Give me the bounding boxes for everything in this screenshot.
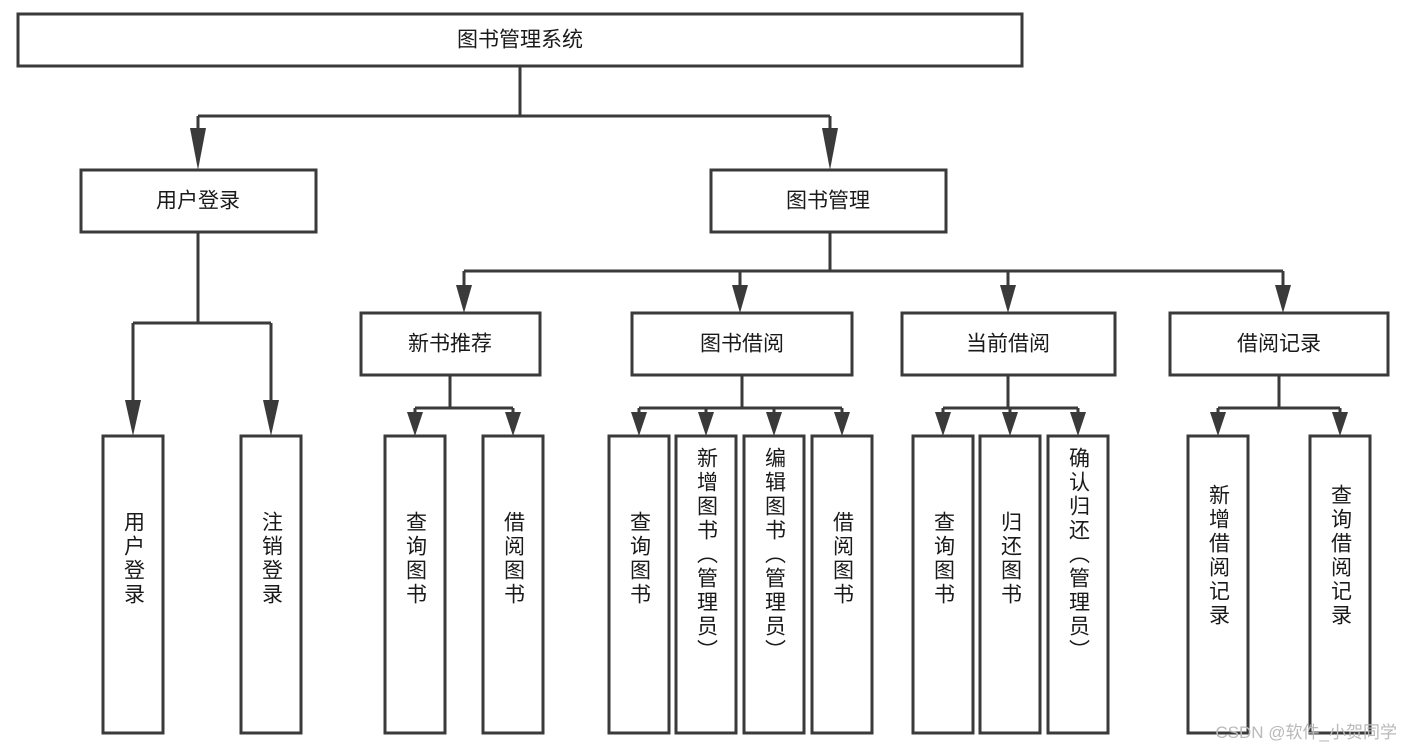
node-leaf-current-borrow-confirm-box: [1046, 434, 1110, 735]
node-leaf-current-borrow-confirm-label: 确认归还（管理员）: [1067, 447, 1091, 663]
arrow-head-book-borrow-leaf4: [834, 412, 850, 436]
arrow-head-current-borrow-leaf1: [935, 412, 951, 436]
node-leaf-user-login-login-label: 用户登录: [122, 511, 146, 607]
node-book-manage-label: 图书管理: [786, 190, 870, 213]
node-leaf-new-book-borrow-label: 借阅图书: [502, 511, 526, 607]
arrow-head-book-borrow: [732, 285, 748, 313]
node-leaf-borrow-record-query-label: 查询借阅记录: [1329, 484, 1353, 628]
node-leaf-book-borrow-edit-label: 编辑图书（管理员）: [763, 447, 787, 663]
node-user-login-box: [79, 168, 318, 234]
node-current-borrow-label: 当前借阅: [966, 333, 1050, 356]
node-leaf-current-borrow-query-label: 查询图书: [932, 511, 956, 607]
node-leaf-book-borrow-add-label: 新增图书（管理员）: [695, 447, 719, 663]
node-leaf-new-book-borrow[interactable]: 借阅图书: [481, 434, 545, 735]
connector-group-current-borrow: [935, 375, 1086, 436]
node-book-manage[interactable]: 图书管理: [709, 168, 948, 234]
connector-group-root: [190, 66, 838, 170]
node-leaf-book-borrow-borrow-label: 借阅图书: [831, 511, 855, 607]
node-leaf-user-login-login[interactable]: 用户登录: [101, 434, 165, 735]
arrow-head-user-login-leaf1: [125, 400, 141, 436]
node-leaf-new-book-query-label: 查询图书: [404, 511, 428, 607]
arrow-head-user-login: [190, 128, 206, 170]
arrow-head-book-borrow-leaf3: [766, 412, 782, 436]
node-leaf-user-login-logout-label: 注销登录: [260, 511, 284, 607]
node-leaf-book-borrow-borrow[interactable]: 借阅图书: [810, 434, 874, 735]
node-leaf-book-borrow-add-box: [674, 434, 738, 735]
node-leaf-current-borrow-query[interactable]: 查询图书: [911, 434, 975, 735]
connector-group-new-book: [407, 375, 521, 436]
arrow-head-user-login-leaf2: [263, 400, 279, 436]
node-leaf-user-login-login-box: [101, 434, 165, 735]
node-new-book-recommend-box: [359, 311, 542, 377]
node-user-login[interactable]: 用户登录: [79, 168, 318, 234]
arrow-head-book-borrow-leaf2: [698, 412, 714, 436]
node-leaf-current-borrow-return-box: [978, 434, 1042, 735]
node-borrow-record-label: 借阅记录: [1237, 333, 1321, 356]
arrow-head-current-borrow-leaf3: [1070, 412, 1086, 436]
node-current-borrow-box: [900, 311, 1117, 377]
node-user-login-label: 用户登录: [156, 190, 240, 213]
node-leaf-book-borrow-edit-box: [742, 434, 806, 735]
node-current-borrow[interactable]: 当前借阅: [900, 311, 1117, 377]
node-leaf-current-borrow-return-label: 归还图书: [999, 511, 1023, 607]
arrow-head-borrow-record-leaf2: [1332, 412, 1348, 436]
node-leaf-borrow-record-add-label: 新增借阅记录: [1207, 484, 1231, 628]
arrow-head-new-book-leaf2: [505, 412, 521, 436]
node-leaf-borrow-record-query-box: [1308, 434, 1372, 735]
connector-group-book-borrow: [631, 375, 850, 436]
node-new-book-recommend[interactable]: 新书推荐: [359, 311, 542, 377]
arrow-head-new-book: [456, 285, 472, 313]
arrow-head-current-borrow: [1000, 285, 1016, 313]
node-leaf-book-borrow-edit[interactable]: 编辑图书（管理员）: [742, 434, 806, 735]
arrow-head-book-manage: [822, 128, 838, 170]
node-leaf-current-borrow-return[interactable]: 归还图书: [978, 434, 1042, 735]
node-leaf-borrow-record-query[interactable]: 查询借阅记录: [1308, 434, 1372, 735]
node-borrow-record-box: [1168, 311, 1390, 377]
node-leaf-user-login-logout-box: [239, 434, 303, 735]
node-leaf-current-borrow-query-box: [911, 434, 975, 735]
node-leaf-book-borrow-borrow-box: [810, 434, 874, 735]
node-root-system-box: [16, 12, 1024, 68]
node-book-borrow-box: [630, 311, 854, 377]
node-root-system-label: 图书管理系统: [457, 29, 583, 52]
arrow-head-book-borrow-leaf1: [631, 412, 647, 436]
arrow-head-borrow-record: [1275, 285, 1291, 313]
node-leaf-book-borrow-query-box: [607, 434, 671, 735]
arrow-head-new-book-leaf1: [407, 412, 423, 436]
node-book-manage-box: [709, 168, 948, 234]
node-leaf-new-book-query-box: [383, 434, 447, 735]
node-leaf-borrow-record-add-box: [1186, 434, 1250, 735]
node-leaf-current-borrow-confirm[interactable]: 确认归还（管理员）: [1046, 434, 1110, 735]
node-new-book-recommend-label: 新书推荐: [408, 333, 492, 356]
node-leaf-book-borrow-query[interactable]: 查询图书: [607, 434, 671, 735]
arrow-head-borrow-record-leaf1: [1210, 412, 1226, 436]
node-root-system[interactable]: 图书管理系统: [16, 12, 1024, 68]
node-book-borrow[interactable]: 图书借阅: [630, 311, 854, 377]
node-leaf-new-book-query[interactable]: 查询图书: [383, 434, 447, 735]
node-leaf-user-login-logout[interactable]: 注销登录: [239, 434, 303, 735]
node-leaf-borrow-record-add[interactable]: 新增借阅记录: [1186, 434, 1250, 735]
watermark: CSDN @软件_小贺同学: [1215, 723, 1397, 742]
connector-group-borrow-record: [1210, 375, 1348, 436]
connector-group-book-manage: [456, 232, 1291, 313]
arrow-head-current-borrow-leaf2: [1002, 412, 1018, 436]
node-leaf-book-borrow-query-label: 查询图书: [628, 511, 652, 607]
node-leaf-book-borrow-add[interactable]: 新增图书（管理员）: [674, 434, 738, 735]
node-borrow-record[interactable]: 借阅记录: [1168, 311, 1390, 377]
connector-group-user-login: [125, 232, 279, 436]
node-leaf-new-book-borrow-box: [481, 434, 545, 735]
node-book-borrow-label: 图书借阅: [700, 333, 784, 356]
